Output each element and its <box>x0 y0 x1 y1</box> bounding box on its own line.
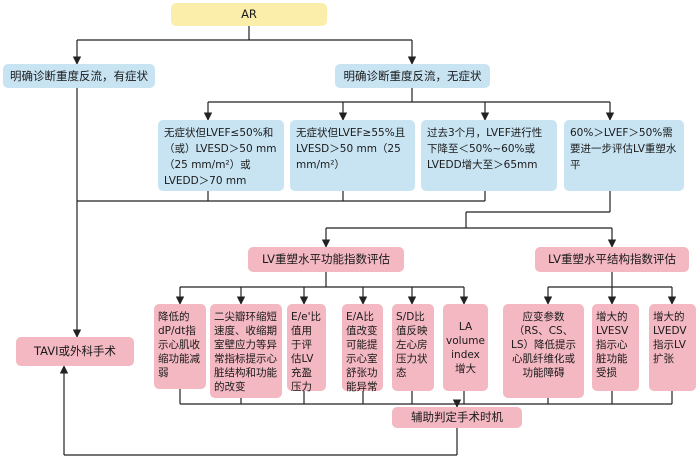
func-item-e-e-prime: E/e'比值用于评估LV充盈压力 <box>287 304 326 393</box>
criterion-further-eval: 60%＞LVEF＞50%需要进一步评估LV重塑水平 <box>564 120 684 191</box>
tavi-surgery-node: TAVI或外科手术 <box>16 337 134 366</box>
asymptomatic-branch: 明确诊断重度反流，无症状 <box>335 64 490 88</box>
ar-node: AR <box>171 3 327 26</box>
surgery-timing-node: 辅助判定手术时机 <box>392 407 522 428</box>
struct-item-strain: 应变参数（RS、CS、LS）降低提示心肌纤维化或功能障碍 <box>503 304 584 398</box>
func-item-e-a: E/A比值改变可能提示心室舒张功能异常 <box>342 304 383 393</box>
structural-index-title: LV重塑水平结构指数评估 <box>535 247 689 272</box>
symptomatic-branch: 明确诊断重度反流，有症状 <box>3 64 155 88</box>
struct-item-lvedv: 增大的LVEDV指示LV扩张 <box>649 304 696 391</box>
func-item-dpdt: 降低的dP/dt指示心肌收缩功能减弱 <box>154 304 206 389</box>
functional-index-title: LV重塑水平功能指数评估 <box>248 247 404 272</box>
func-item-la-volume: LA volume index增大 <box>443 304 488 391</box>
criterion-lvef-decline: 过去3个月，LVEF进行性下降至＜50%~60%或LVEDD增大至＞65mm <box>421 120 557 191</box>
criterion-lvef-50: 无症状但LVEF≤50%和（或）LVESD＞50 mm（25 mm/m²）或LV… <box>158 120 284 191</box>
criterion-lvef-55: 无症状但LVEF≥55%且LVESD＞50 mm（25 mm/m²） <box>290 120 415 191</box>
func-item-s-d: S/D比值反映左心房压力状态 <box>392 304 434 391</box>
struct-item-lvesv: 增大的LVESV指示心脏功能受损 <box>592 304 639 391</box>
func-item-annulus: 二尖瓣环缩短速度、收缩期室壁应力等异常指标提示心脏结构和功能的改变 <box>210 304 282 398</box>
